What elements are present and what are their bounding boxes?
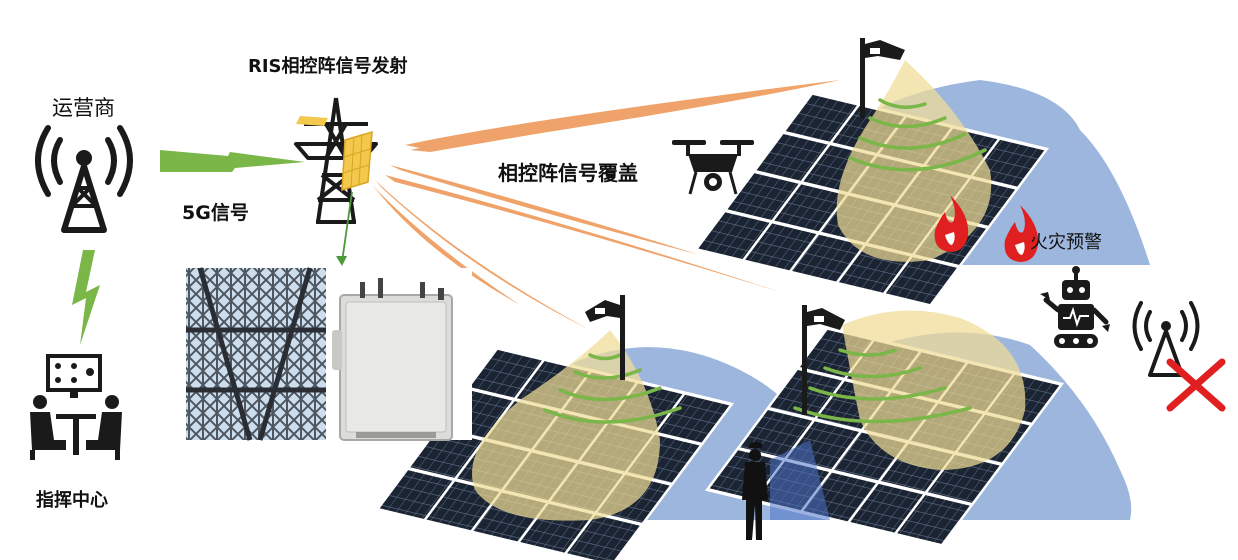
camera-signal-arcs [543, 98, 987, 424]
phased-coverage-label: 相控阵信号覆盖 [498, 161, 638, 185]
ris-transmit-label: RIS相控阵信号发射 [248, 56, 408, 77]
command-center-icon [30, 354, 122, 460]
drone-icon [672, 140, 754, 195]
command-center-label: 指挥中心 [36, 490, 108, 511]
ris-panel-small [296, 116, 328, 126]
cell-tower-icon [35, 125, 133, 233]
ris-panel [341, 130, 373, 192]
signal-5g-label: 5G信号 [182, 202, 249, 224]
fire-warning-label: 火灾预警 [1030, 232, 1102, 253]
ris-beams [372, 80, 840, 330]
equipment-pointer [341, 191, 353, 263]
worker-icon [742, 442, 768, 540]
cross-mark [1166, 358, 1226, 412]
beam-right-long [385, 175, 780, 292]
camera-pole-icon [585, 295, 625, 380]
worker-light-beam [770, 440, 830, 520]
fire-icon [934, 195, 969, 252]
camera-pole-icon [860, 38, 905, 118]
coverage-cone-top [836, 60, 992, 262]
transmission-tower-icon [294, 97, 378, 224]
beam-top-mid [410, 112, 660, 152]
camera-pole-icon [802, 305, 845, 415]
operator-label: 运营商 [52, 96, 115, 120]
equipment-photo [186, 267, 472, 441]
robot-icon [1040, 266, 1110, 348]
fire-icon [1004, 205, 1039, 262]
signal-5g-bolt [160, 150, 305, 172]
beam-right-mid [390, 165, 700, 255]
disabled-tower-icon [1132, 301, 1226, 412]
command-link-bolt [72, 250, 100, 345]
